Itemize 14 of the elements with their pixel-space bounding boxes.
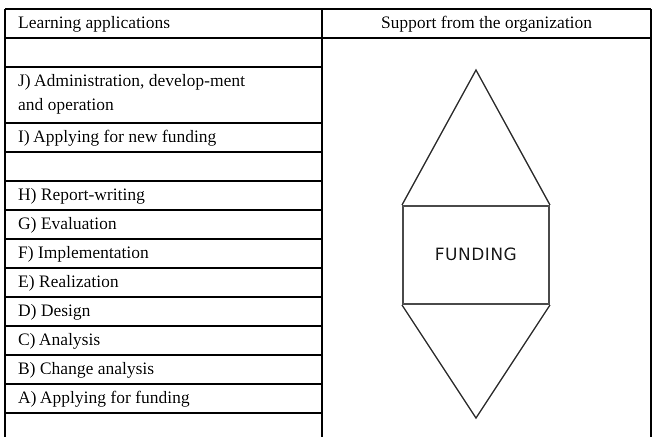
- table-cell-text: H) Report-writing: [18, 183, 146, 206]
- table-cell-text: J) Administration, develop-ment and operation: [18, 69, 246, 116]
- table-cell-text: I) Applying for new funding: [18, 125, 218, 148]
- table-cell-text: C) Analysis: [18, 328, 102, 351]
- box-label: FUNDING: [434, 245, 518, 265]
- table-cell-text: F) Implementation: [18, 241, 150, 264]
- table-cell-text: G) Evaluation: [18, 212, 118, 235]
- table-cell-text: A) Applying for funding: [18, 386, 191, 409]
- table-cell-text: D) Design: [18, 299, 92, 322]
- table-cell-text: B) Change analysis: [18, 357, 156, 380]
- process-box: [402, 205, 550, 305]
- column-header: Learning applications: [18, 11, 172, 34]
- column-header: Support from the organization: [380, 11, 594, 34]
- table-cell-text: E) Realization: [18, 270, 120, 293]
